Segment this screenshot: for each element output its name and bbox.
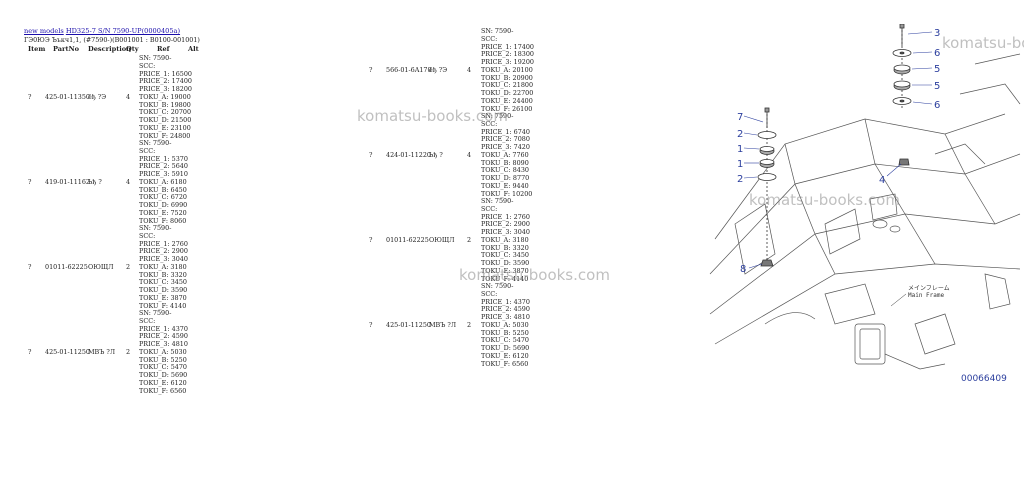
row-item: ?: [28, 263, 32, 271]
callout-4: 4: [879, 175, 885, 186]
row-ref: SN: 7590- SCC: PRICE_1: 17400 PRICE_2: 1…: [481, 27, 534, 113]
breadcrumb: new models HD325-7 S/N 7590-UP(0000405a): [24, 27, 180, 35]
row-description: Ьђ ?: [429, 151, 443, 159]
col-header-ref: Ref: [157, 45, 170, 53]
row-qty: 2: [126, 263, 131, 271]
breadcrumb-link-models[interactable]: new models: [24, 27, 64, 35]
callout-8: 8: [740, 264, 746, 275]
frame-label-en: Main Frame: [908, 292, 945, 299]
callout-7: 7: [737, 112, 743, 123]
row-qty: 4: [126, 93, 131, 101]
diagram-id: 00066409: [961, 374, 1007, 384]
row-description: ёђ ?Э: [88, 93, 107, 101]
row-qty: 2: [126, 348, 131, 356]
parts-diagram: 3 6 5 5 6 7 2 1 1 2 4 8 メインフレーム Main Fra…: [705, 23, 1024, 394]
row-description: МВЪ ?Л: [88, 348, 116, 356]
row-qty: 4: [467, 66, 472, 74]
row-item: ?: [369, 321, 373, 329]
row-ref: SN: 7590- SCC: PRICE_1: 6740 PRICE_2: 70…: [481, 112, 533, 198]
row-partno[interactable]: 425-01-11250: [386, 321, 431, 329]
col-header-item: Item: [28, 45, 46, 53]
callout-3: 3: [934, 28, 940, 39]
row-item: ?: [28, 348, 32, 356]
callout-1-lower: 1: [737, 159, 743, 170]
page-subtitle: ГЭ0ЮЭ Ъъкч1,1, (#7590-)(B001001 : B0100-…: [24, 36, 200, 44]
row-item: ?: [369, 151, 373, 159]
row-partno[interactable]: 01011-62225: [386, 236, 429, 244]
row-partno[interactable]: 425-01-11250: [45, 348, 90, 356]
row-partno[interactable]: 425-01-11350: [45, 93, 90, 101]
row-item: ?: [28, 178, 32, 186]
row-qty: 2: [467, 236, 472, 244]
row-item: ?: [369, 236, 373, 244]
row-description: МВЪ ?Л: [429, 321, 457, 329]
col-header-description: Description: [88, 45, 131, 53]
row-ref: SN: 7590- SCC: PRICE_1: 4370 PRICE_2: 45…: [139, 309, 188, 395]
callout-1: 1: [737, 144, 743, 155]
row-qty: 2: [467, 321, 472, 329]
row-ref: SN: 7590- SCC: PRICE_1: 16500 PRICE_2: 1…: [139, 54, 192, 140]
callout-5: 5: [934, 64, 940, 75]
row-description: Ьђ ?: [88, 178, 102, 186]
callout-6-lower: 6: [934, 100, 940, 111]
callout-2: 2: [737, 129, 743, 140]
col-header-qty: Qty: [126, 45, 139, 53]
row-partno[interactable]: 01011-62225: [45, 263, 88, 271]
row-description: ёђ ?Э: [429, 66, 448, 74]
row-item: ?: [28, 93, 32, 101]
row-qty: 4: [467, 151, 472, 159]
row-ref: SN: 7590- SCC: PRICE_1: 2760 PRICE_2: 29…: [139, 224, 188, 310]
callout-2-lower: 2: [737, 174, 743, 185]
row-partno[interactable]: 419-01-11162: [45, 178, 90, 186]
row-ref: SN: 7590- SCC: PRICE_1: 4370 PRICE_2: 45…: [481, 282, 530, 368]
row-ref: SN: 7590- SCC: PRICE_1: 5370 PRICE_2: 56…: [139, 139, 188, 225]
callout-5-lower: 5: [934, 81, 940, 92]
breadcrumb-link-model-sn[interactable]: HD325-7 S/N 7590-UP(0000405a): [65, 27, 181, 35]
row-description: ОЮЩЛ: [429, 236, 455, 244]
col-header-partno: PartNo: [53, 45, 79, 53]
row-description: ОЮЩЛ: [88, 263, 114, 271]
col-header-alt: Alt: [188, 45, 199, 53]
row-partno[interactable]: 424-01-11220: [386, 151, 431, 159]
callout-6: 6: [934, 48, 940, 59]
frame-label-jp: メインフレーム: [908, 285, 950, 292]
row-qty: 4: [126, 178, 131, 186]
row-partno[interactable]: 566-01-6A170: [386, 66, 432, 74]
row-item: ?: [369, 66, 373, 74]
row-ref: SN: 7590- SCC: PRICE_1: 2760 PRICE_2: 29…: [481, 197, 530, 283]
